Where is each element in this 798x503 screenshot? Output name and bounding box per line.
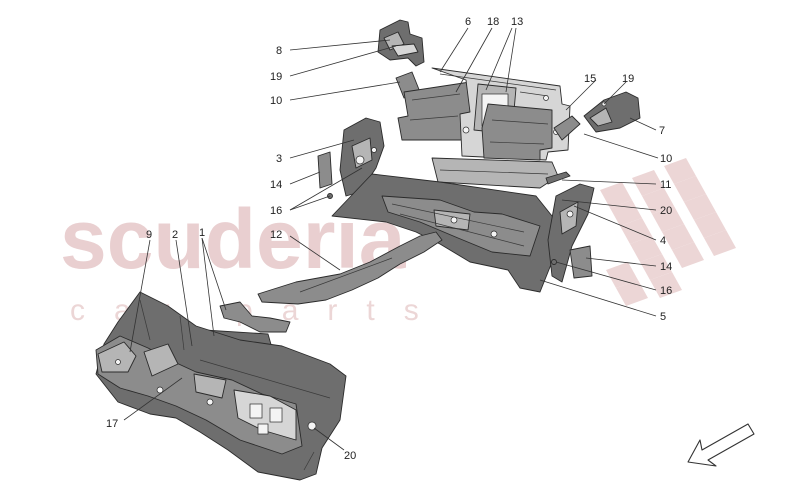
callout-18: 18 (487, 16, 499, 28)
leader-8 (289, 39, 391, 51)
checkered-flag-icon (600, 158, 736, 306)
callout-17: 17 (106, 418, 118, 430)
callout-11: 11 (660, 179, 671, 191)
leader-16a2 (289, 167, 363, 211)
leader-lines (123, 27, 659, 451)
leader-10a (289, 81, 401, 101)
callout-14: 14 (660, 261, 672, 273)
leader-17 (123, 377, 183, 421)
leader-20b (313, 427, 345, 451)
part-clip-16-right (551, 259, 557, 265)
leader-12 (289, 235, 341, 271)
callout-3: 3 (276, 153, 282, 165)
leader-15 (565, 79, 597, 111)
callout-16: 16 (270, 205, 282, 217)
callout-2: 2 (172, 229, 178, 241)
callout-6: 6 (465, 16, 471, 28)
callout-14: 14 (270, 179, 282, 191)
front-direction-arrow-icon (687, 423, 755, 467)
leader-14a (289, 171, 321, 185)
leader-13a (485, 27, 513, 91)
leader-16a (289, 195, 331, 211)
part-pad-14-right (569, 245, 593, 279)
leader-2 (175, 239, 193, 347)
callout-7: 7 (659, 125, 665, 137)
callout-10: 10 (660, 153, 672, 165)
callout-15: 15 (584, 73, 596, 85)
callout-13: 13 (511, 16, 523, 28)
leader-5 (539, 279, 657, 317)
part-right-bracket (583, 91, 641, 133)
part-pad-15 (553, 115, 581, 141)
callout-20: 20 (344, 450, 356, 462)
callout-10: 10 (270, 95, 282, 107)
callout-labels: 8 19 10 6 18 13 15 19 7 10 3 14 16 11 20… (106, 16, 672, 462)
part-floor-insulator-12 (257, 231, 443, 305)
leader-3 (289, 139, 355, 159)
leader-9 (129, 239, 151, 353)
leader-13b (505, 27, 517, 93)
leader-16b (555, 261, 657, 291)
callout-5: 5 (660, 311, 666, 323)
callout-1: 1 (199, 227, 205, 239)
leader-1a (201, 237, 227, 311)
part-rear-panel-right (481, 103, 553, 161)
part-left-side-bracket (339, 117, 385, 197)
callout-9: 9 (146, 229, 152, 241)
part-upper-bracket (377, 19, 425, 67)
part-firewall-bulkhead (95, 291, 347, 481)
callout-19: 19 (270, 71, 282, 83)
leader-19a (289, 45, 397, 77)
leader-14b (585, 257, 657, 267)
leader-18 (455, 27, 493, 93)
callout-4: 4 (660, 235, 666, 247)
leader-6 (439, 27, 469, 73)
leader-11 (561, 179, 657, 185)
part-parcel-shelf (431, 157, 571, 189)
leader-19b (603, 81, 627, 105)
leader-20a (561, 199, 657, 211)
part-right-side-bracket (547, 183, 595, 283)
callout-20: 20 (660, 205, 672, 217)
leader-1b (201, 237, 215, 337)
leader-7 (629, 117, 657, 131)
leader-10b (583, 133, 659, 159)
leader-4 (573, 205, 657, 241)
callout-12: 12 (270, 229, 282, 241)
callout-16: 16 (660, 285, 672, 297)
part-pad-14-left (317, 151, 333, 189)
callout-8: 8 (276, 45, 282, 57)
part-rear-floor (331, 173, 561, 293)
callout-19: 19 (622, 73, 634, 85)
